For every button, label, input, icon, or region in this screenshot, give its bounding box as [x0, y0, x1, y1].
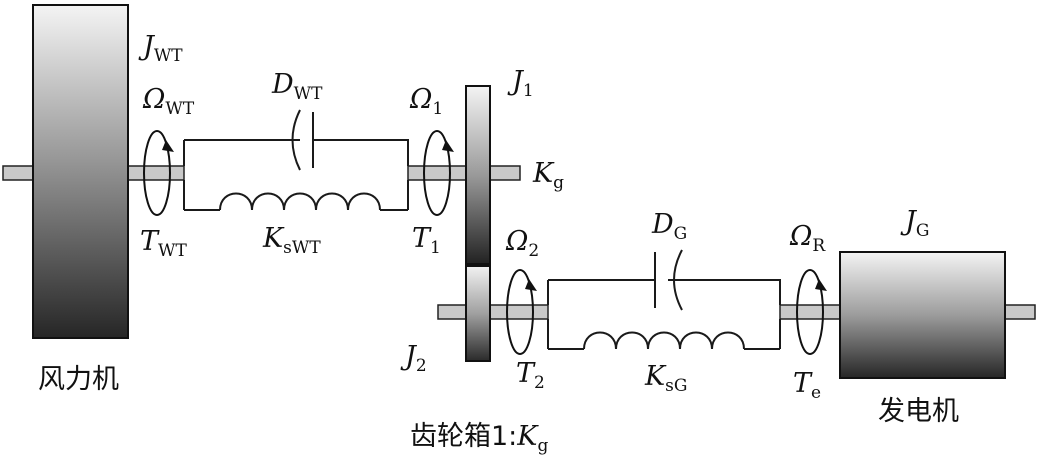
- label-t-2: T2: [516, 358, 545, 393]
- label-k-swt: KsWT: [262, 223, 321, 258]
- label-d-g: DG: [651, 209, 687, 244]
- label-j-2: J2: [400, 341, 427, 376]
- gear1-block: [465, 85, 491, 265]
- label-j-1: J1: [507, 66, 534, 101]
- gear1-shaft-in: [407, 165, 467, 181]
- rotation-arrow-omega-2: [506, 269, 537, 355]
- label-omega-2: Ω2: [505, 226, 539, 261]
- label-omega-r: ΩR: [789, 221, 826, 256]
- label-t-wt: TWT: [140, 226, 187, 261]
- caption-gearbox: 齿轮箱1:Kg: [410, 421, 548, 456]
- generator-shaft-right-stub: [1004, 304, 1036, 320]
- gear2-block: [465, 265, 491, 362]
- label-t-e: Te: [793, 368, 821, 403]
- generator-block: [839, 251, 1006, 379]
- label-k-g: Kg: [532, 158, 564, 193]
- gear2-shaft-left: [437, 304, 467, 320]
- turbine-shaft-left-stub: [2, 165, 34, 181]
- rotation-arrow-omega-r: [796, 269, 827, 355]
- rotation-arrow-omega-wt: [143, 130, 174, 216]
- label-d-wt: DWT: [271, 69, 323, 104]
- damper-dg: [547, 249, 781, 311]
- label-k-sg: KsG: [644, 361, 687, 396]
- gear1-shaft-out: [489, 165, 521, 181]
- generator-shaft-in: [779, 304, 841, 320]
- label-j-g: JG: [900, 206, 929, 241]
- turbine-shaft: [127, 165, 185, 181]
- caption-generator: 发电机: [878, 396, 959, 427]
- gear2-shaft-out: [489, 304, 549, 320]
- damper-dwt: [183, 109, 409, 171]
- spring-kswt: [183, 180, 409, 211]
- label-omega-1: Ω1: [409, 84, 443, 119]
- rotation-arrow-omega-1: [423, 130, 454, 216]
- spring-ksg: [547, 319, 781, 350]
- label-t-1: T1: [412, 223, 441, 258]
- caption-wind-turbine: 风力机: [38, 364, 119, 395]
- label-omega-wt: ΩWT: [142, 84, 195, 119]
- wind-turbine-block: [32, 4, 129, 339]
- label-j-wt: JWT: [138, 31, 183, 66]
